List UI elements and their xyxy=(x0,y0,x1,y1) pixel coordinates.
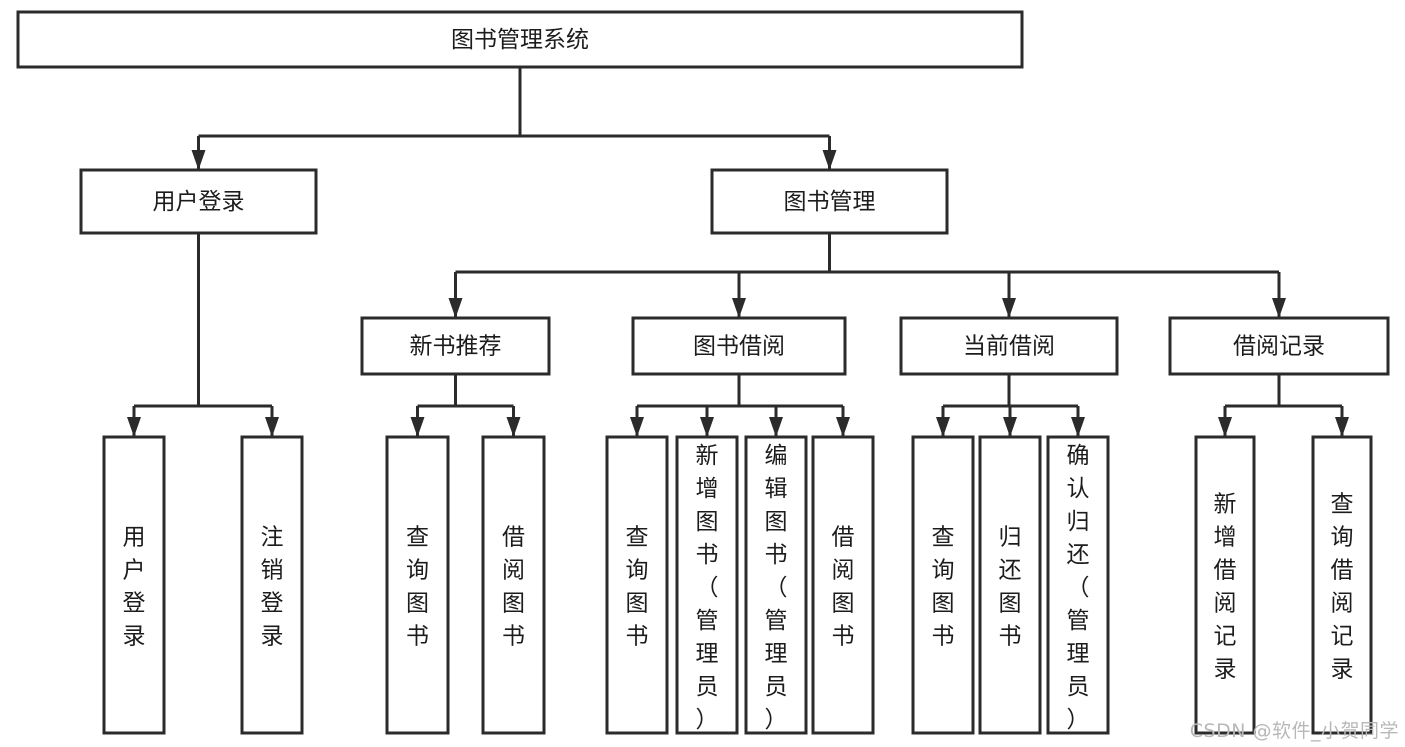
arrow-head-icon xyxy=(127,417,141,437)
node-user-login[interactable]: 用户登录 xyxy=(79,168,318,235)
node-label: 借阅记录 xyxy=(1233,334,1325,360)
node-box xyxy=(978,435,1042,735)
node-label: 借阅图书 xyxy=(502,525,525,650)
arrow-head-icon xyxy=(1003,417,1017,437)
node-box xyxy=(1168,316,1390,376)
node-leaf-query-book-recommend[interactable]: 查询图书 xyxy=(385,435,450,735)
node-label: 查询图书 xyxy=(932,525,955,650)
node-label: 归还图书 xyxy=(999,525,1022,650)
node-label: 用户登录 xyxy=(153,189,245,215)
arrow-head-icon xyxy=(936,417,950,437)
node-leaf-edit-book-admin[interactable]: 编辑图书（管理员） xyxy=(744,435,808,735)
node-box xyxy=(240,435,304,735)
node-label: 当前借阅 xyxy=(963,334,1055,360)
node-box xyxy=(911,435,975,735)
arrow-head-icon xyxy=(265,417,279,437)
node-box xyxy=(811,435,875,735)
node-label: 新增图书（管理员） xyxy=(696,443,719,733)
node-label: 确认归还（管理员） xyxy=(1067,443,1090,733)
node-borrow-record[interactable]: 借阅记录 xyxy=(1168,316,1390,376)
node-label: 新书推荐 xyxy=(410,334,502,360)
node-label: 注销登录 xyxy=(261,525,284,650)
arrow-head-icon xyxy=(1272,298,1286,318)
node-box xyxy=(710,168,949,235)
arrow-head-icon xyxy=(822,150,837,170)
arrow-head-icon xyxy=(410,417,425,437)
node-leaf-add-borrow-record[interactable]: 新增借阅记录 xyxy=(1194,435,1256,735)
node-label: 查询图书 xyxy=(406,525,429,650)
connector-lines-group xyxy=(127,67,1349,437)
arrow-head-icon xyxy=(630,417,644,437)
node-leaf-logout-login[interactable]: 注销登录 xyxy=(240,435,304,735)
arrow-head-icon xyxy=(448,298,463,318)
arrow-head-icon xyxy=(1218,417,1232,437)
node-label: 图书管理 xyxy=(784,189,876,215)
node-box xyxy=(385,435,450,735)
arrow-head-icon xyxy=(700,417,714,437)
arrow-head-icon xyxy=(1002,298,1016,318)
arrow-head-icon xyxy=(506,417,521,437)
node-leaf-user-login[interactable]: 用户登录 xyxy=(102,435,166,735)
arrow-head-icon xyxy=(769,417,783,437)
node-label: 借阅图书 xyxy=(832,525,855,650)
node-box xyxy=(631,316,847,376)
node-box xyxy=(899,316,1119,376)
node-leaf-borrow-book[interactable]: 借阅图书 xyxy=(811,435,875,735)
node-box xyxy=(16,10,1024,69)
arrow-head-icon xyxy=(191,150,206,170)
node-box xyxy=(744,435,808,735)
node-new-book-recommend[interactable]: 新书推荐 xyxy=(360,316,551,376)
arrow-head-icon xyxy=(1335,417,1349,437)
node-root-root[interactable]: 图书管理系统 xyxy=(16,10,1024,69)
node-leaf-add-book-admin[interactable]: 新增图书（管理员） xyxy=(675,435,739,735)
nodes-group: 图书管理系统用户登录图书管理新书推荐图书借阅当前借阅借阅记录用户登录注销登录查询… xyxy=(16,10,1390,735)
node-leaf-confirm-return-admin[interactable]: 确认归还（管理员） xyxy=(1046,435,1110,735)
node-book-borrow[interactable]: 图书借阅 xyxy=(631,316,847,376)
node-box xyxy=(481,435,546,735)
node-box xyxy=(1311,435,1373,735)
node-leaf-query-borrow-record[interactable]: 查询借阅记录 xyxy=(1311,435,1373,735)
arrow-head-icon xyxy=(1071,417,1085,437)
node-leaf-query-book-current[interactable]: 查询图书 xyxy=(911,435,975,735)
node-label: 编辑图书（管理员） xyxy=(765,443,788,733)
node-leaf-borrow-book-recommend[interactable]: 借阅图书 xyxy=(481,435,546,735)
watermark-label: CSDN @软件_小贺同学 xyxy=(1189,720,1399,742)
arrow-head-icon xyxy=(732,298,746,318)
node-book-management[interactable]: 图书管理 xyxy=(710,168,949,235)
node-label: 图书管理系统 xyxy=(451,27,589,53)
node-label: 查询借阅记录 xyxy=(1331,492,1354,683)
node-box xyxy=(102,435,166,735)
node-box xyxy=(605,435,669,735)
node-box xyxy=(675,435,739,735)
node-current-borrow[interactable]: 当前借阅 xyxy=(899,316,1119,376)
node-box xyxy=(1046,435,1110,735)
node-leaf-return-book[interactable]: 归还图书 xyxy=(978,435,1042,735)
node-label: 查询图书 xyxy=(626,525,649,650)
node-box xyxy=(1194,435,1256,735)
node-label: 新增借阅记录 xyxy=(1214,492,1237,683)
node-leaf-query-book-borrow[interactable]: 查询图书 xyxy=(605,435,669,735)
node-box xyxy=(79,168,318,235)
node-label: 图书借阅 xyxy=(693,334,785,360)
node-box xyxy=(360,316,551,376)
node-label: 用户登录 xyxy=(123,525,146,650)
arrow-head-icon xyxy=(836,417,850,437)
